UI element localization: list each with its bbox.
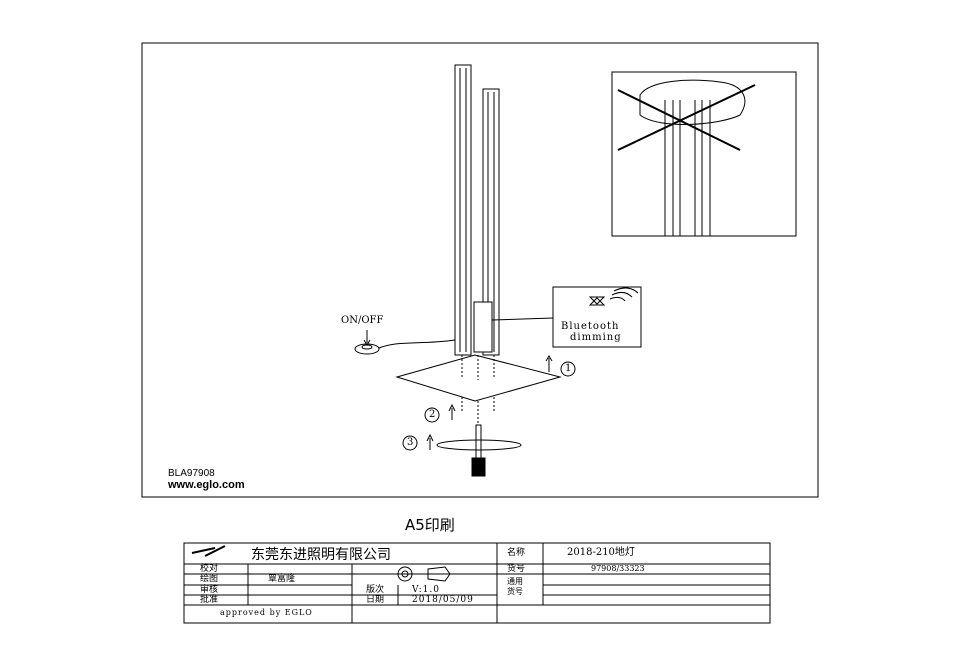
company-logo xyxy=(191,545,226,557)
lamp-symbol xyxy=(387,566,470,582)
label-name: 名称 xyxy=(507,548,526,558)
label-item-no: 货号 xyxy=(507,564,526,574)
screws xyxy=(461,355,495,425)
on-off-switch xyxy=(354,330,456,355)
inset-frame xyxy=(611,71,797,237)
label-general-item: 货号 xyxy=(507,587,523,596)
step-3-circle xyxy=(402,435,418,451)
screwdriver xyxy=(471,424,486,477)
title-block-grid xyxy=(183,542,771,624)
arrow-3 xyxy=(426,433,434,450)
label-approve: 批准 xyxy=(200,595,219,605)
name-value: 2018-210地灯 xyxy=(567,547,635,558)
print-note: A5印刷 xyxy=(405,516,455,534)
label-draw: 绘图 xyxy=(200,574,219,584)
model-number: BLA97908 xyxy=(168,468,215,479)
base-plate xyxy=(395,354,562,402)
date-value: 2018/05/09 xyxy=(412,595,474,605)
bluetooth-label: Bluetooth xyxy=(561,321,620,332)
step-2: 2 xyxy=(429,409,436,420)
inset-bars xyxy=(664,100,711,236)
signal-icon xyxy=(609,287,639,302)
step-3: 3 xyxy=(407,437,414,448)
website: www.eglo.com xyxy=(168,479,245,491)
label-date: 日期 xyxy=(366,595,385,605)
on-off-label: ON/OFF xyxy=(341,315,384,326)
inset-cloth xyxy=(639,79,746,125)
label-general: 通用 xyxy=(507,577,523,586)
step-1: 1 xyxy=(565,363,572,374)
dimming-label: dimming xyxy=(570,332,622,343)
step-1-circle xyxy=(560,361,576,377)
company-name: 东莞东进照明有限公司 xyxy=(251,547,391,563)
approved-by: approved by EGLO xyxy=(220,608,313,617)
label-check: 校对 xyxy=(200,564,219,574)
arrow-1 xyxy=(545,355,553,372)
drawing-frame xyxy=(141,42,819,498)
bluetooth-callout xyxy=(552,286,642,348)
rotation-arrow xyxy=(436,439,522,451)
bluetooth-icon xyxy=(588,296,606,306)
arrow-2 xyxy=(448,403,456,420)
item-no-value: 97908/33323 xyxy=(591,564,645,573)
drawer-name: 覃富隆 xyxy=(268,574,296,584)
label-version: 版次 xyxy=(366,585,385,595)
step-2-circle xyxy=(424,407,440,423)
lamp-bars xyxy=(454,64,554,356)
version-value: V:1.0 xyxy=(412,585,440,595)
label-review: 审核 xyxy=(200,585,219,595)
